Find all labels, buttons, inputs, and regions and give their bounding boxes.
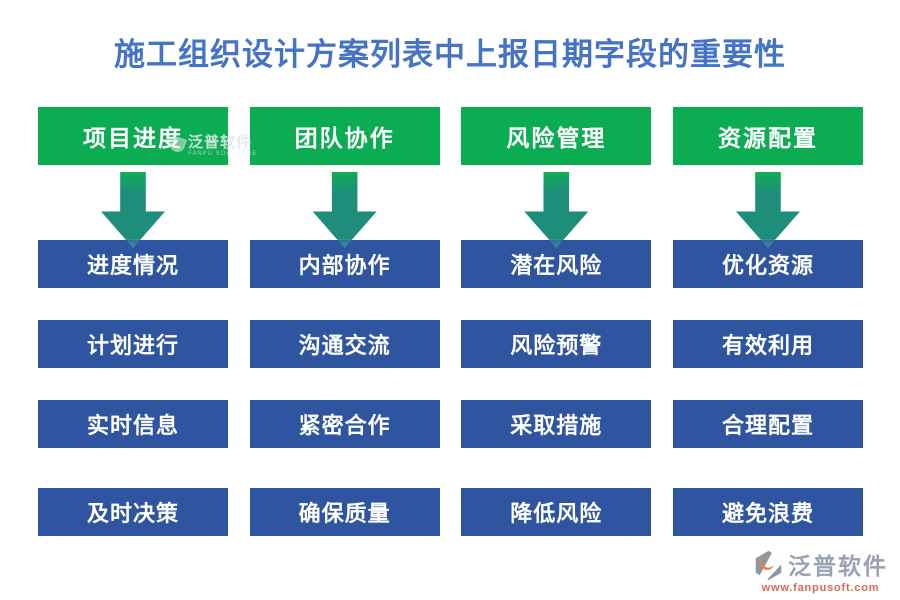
item-box: 实时信息	[38, 400, 228, 448]
down-arrow-icon	[101, 172, 165, 248]
category-header-resource-allocation: 资源配置	[672, 107, 863, 165]
column-team-collaboration: 团队协作 内部协作 沟通交流 紧密合作 确保质量	[249, 107, 440, 536]
item-box: 及时决策	[38, 488, 228, 536]
item-box: 风险预警	[461, 320, 652, 368]
down-arrow-icon	[735, 172, 800, 248]
column-resource-allocation: 资源配置 优化资源 有效利用 合理配置 避免浪费	[672, 107, 863, 536]
item-box: 避免浪费	[672, 488, 863, 536]
item-box: 优化资源	[672, 240, 863, 288]
item-box: 合理配置	[672, 400, 863, 448]
down-arrow-icon	[524, 172, 589, 248]
footer-brand: 泛普软件 www.fanpusoft.com	[753, 550, 888, 594]
item-box: 采取措施	[461, 400, 652, 448]
category-header-project-progress: 项目进度	[38, 107, 228, 165]
item-box: 紧密合作	[249, 400, 440, 448]
brand-url: www.fanpusoft.com	[761, 582, 880, 594]
item-box: 内部协作	[249, 240, 440, 288]
down-arrow-icon	[312, 172, 377, 248]
item-box: 降低风险	[461, 488, 652, 536]
item-box: 沟通交流	[249, 320, 440, 368]
category-header-risk-management: 风险管理	[461, 107, 652, 165]
page-title: 施工组织设计方案列表中上报日期字段的重要性	[114, 37, 786, 72]
item-box: 有效利用	[672, 320, 863, 368]
fanpu-logo-icon	[755, 550, 782, 581]
column-risk-management: 风险管理 潜在风险 风险预警 采取措施 降低风险	[461, 107, 652, 536]
category-header-team-collaboration: 团队协作	[249, 107, 440, 165]
item-box: 进度情况	[38, 240, 228, 288]
brand-name: 泛普软件	[788, 552, 888, 579]
item-box: 潜在风险	[461, 240, 652, 288]
column-project-progress: 项目进度 进度情况 计划进行 实时信息 及时决策	[38, 107, 228, 536]
flow-diagram: 项目进度 进度情况 计划进行 实时信息 及时决策 团队协作 内部协作 沟通交流 …	[38, 107, 863, 536]
item-box: 计划进行	[38, 320, 228, 368]
item-box: 确保质量	[249, 488, 440, 536]
